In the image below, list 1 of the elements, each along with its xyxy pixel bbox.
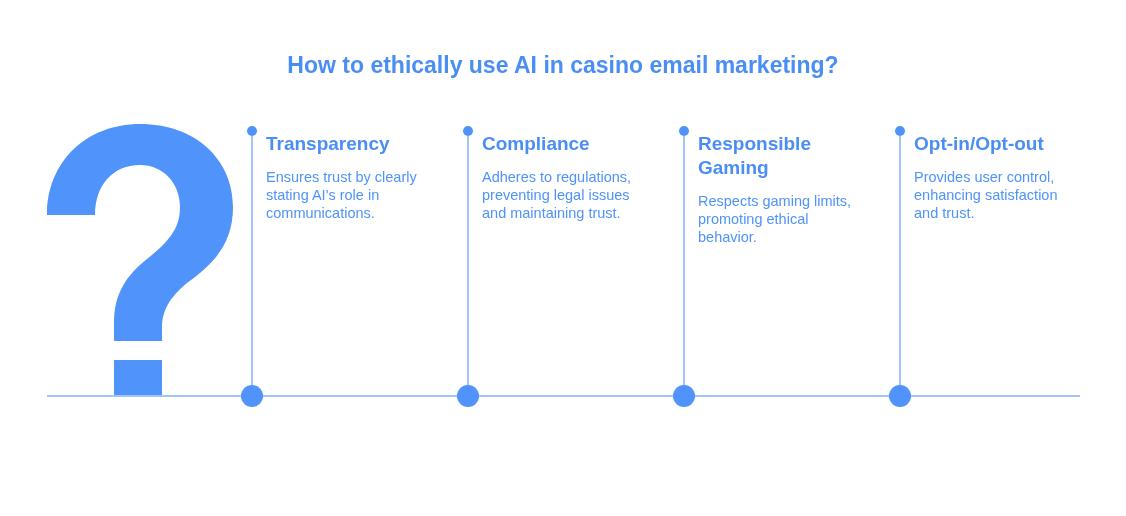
diagram-title: How to ethically use AI in casino email marketing? <box>287 52 839 78</box>
